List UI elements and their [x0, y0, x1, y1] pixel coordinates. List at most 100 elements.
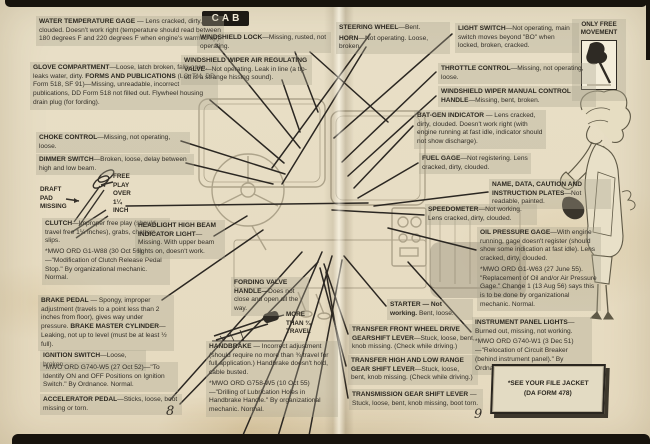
- callout-fuel-gage: FUEL GAGE—Not registering. Lens cracked,…: [419, 153, 531, 175]
- free-play-over-label: FREE PLAY OVER 1¼ INCH: [113, 173, 131, 214]
- callout-body: —Not operating. Loose, broken.: [339, 34, 429, 51]
- page-gutter: [324, 0, 354, 444]
- callout-heading: CHOKE CONTROL: [39, 134, 98, 141]
- callout-body: —Stuck, loose, bent, knob missing. (Chec…: [352, 334, 475, 351]
- callout-body: —Missing. With upper beam lights on, doe…: [138, 230, 215, 256]
- mwo-note: *MWO ORD G1-W63 (27 June 55). "Replaceme…: [480, 265, 597, 308]
- callout-brake-pedal: BRAKE PEDAL — Spongy, improper adjustmen…: [38, 295, 174, 352]
- callout-heading: ACCELERATOR PEDAL: [43, 396, 118, 403]
- callout-body: Does not close and open all the way.: [234, 287, 299, 313]
- callout-water-temperature-gage: WATER TEMPERATURE GAGE — Lens cracked, d…: [36, 16, 224, 47]
- callout-heading: HORN: [339, 34, 359, 42]
- only-free-movement-figure: ONLY FREE MOVEMENT: [572, 19, 626, 101]
- callout-body: —Missing, not operating, loose.: [39, 134, 171, 150]
- file-jacket-label: *SEE YOUR FILE JACKET (DA FORM 478): [507, 380, 589, 397]
- scan-edge-bottom: [12, 434, 650, 444]
- callout-body: —Loose, broken.: [43, 352, 127, 368]
- callout-body: —Missing, rusted, not operating.: [200, 34, 327, 50]
- callout-body: —Burned out, missing, not working.: [475, 319, 575, 335]
- hand-lever-icon: [586, 42, 612, 86]
- callout-body: —Not working. Lens cracked, dirty, cloud…: [428, 206, 522, 222]
- callout-handbrake: HANDBRAKE — Incorrect adjustment (should…: [206, 341, 338, 417]
- file-jacket-illustration: *SEE YOUR FILE JACKET (DA FORM 478): [490, 364, 606, 414]
- callout-heading: FORDING VALVE HANDLE—: [234, 279, 288, 295]
- callout-body: — Lens cracked, dirty, clouded. Doesn't …: [39, 18, 221, 43]
- woman-illustration: [559, 89, 636, 320]
- callout-body: —Not operating, main switch moves beyond…: [458, 25, 570, 50]
- callout-ignition-mwo-note: *MWO ORD G740-W5 (27 Oct 52)—"To Identif…: [40, 362, 178, 393]
- callout-heading: BRAKE PEDAL: [41, 297, 89, 304]
- callout-heading: BRAKE MASTER CYLINDER: [70, 323, 159, 331]
- callout-heading: IGNITION SWITCH: [43, 352, 101, 359]
- callout-glove-compartment: GLOVE COMPARTMENT—Loose, latch broken, f…: [30, 62, 218, 110]
- callout-heading: WINDSHIELD WIPER MANUAL CONTROL HANDLE: [441, 88, 571, 104]
- clutch-pedal-illustration: [65, 169, 115, 239]
- callout-heading: CLUTCH: [45, 220, 73, 227]
- callout-body: —Stuck, loose, bent, knob missing. (Chec…: [351, 365, 473, 382]
- page-number-right: 9: [474, 407, 483, 422]
- callout-heading: NAME, DATA, CAUTION AND INSTRUCTION PLAT…: [492, 181, 582, 197]
- callout-heading: WINDSHIELD LOCK: [200, 34, 263, 41]
- callout-clutch: CLUTCH—Improper free play (should travel…: [42, 218, 170, 285]
- callout-body: —Missing, not operating, loose.: [441, 65, 584, 81]
- callout-body: — Incorrect adjustment (should require n…: [209, 343, 329, 377]
- callout-heading: WINDSHIELD WIPER AIR REGULATING VALVE: [184, 57, 308, 73]
- lever-card-illustration: [581, 40, 617, 91]
- callout-accelerator-pedal: ACCELERATOR PEDAL—Sticks, loose, boot mi…: [40, 394, 182, 416]
- callout-body: —Not operating. Leak in line (a tip-off …: [184, 65, 307, 82]
- callout-throttle-control: THROTTLE CONTROL—Missing, not operating,…: [438, 63, 596, 85]
- callout-body: — Stuck, loose, bent, knob missing, boot…: [352, 391, 479, 407]
- callout-heading: FORMS AND PUBLICATIONS: [85, 72, 176, 80]
- only-free-movement-label: ONLY FREE MOVEMENT: [580, 21, 618, 37]
- handbrake-lever-illustration: [212, 311, 285, 342]
- callout-body: —With engine running, gage doesn't regis…: [480, 229, 596, 263]
- callout-heading: OIL PRESSURE GAGE: [480, 229, 551, 236]
- scan-edge-right: [646, 0, 650, 60]
- callout-body: — Lens cracked, dirty, clouded. Doesn't …: [417, 112, 543, 146]
- callout-body: —Loose, latch broken, falls open, leaks …: [33, 64, 208, 80]
- callout-heading: DIMMER SWITCH: [39, 156, 94, 163]
- callout-heading: TRANSMISSION GEAR SHIFT LEVER: [352, 391, 469, 398]
- callout-transmission-gear-shift-lever: TRANSMISSION GEAR SHIFT LEVER — Stuck, l…: [349, 389, 483, 411]
- mwo-note: *MWO ORD G740-W5 (27 Oct 52)—"To Identif…: [43, 364, 165, 389]
- callout-heading: STEERING WHEEL: [339, 24, 399, 31]
- callout-fording-valve-handle: FORDING VALVE HANDLE—Does not close and …: [231, 277, 309, 316]
- callout-light-switch: LIGHT SWITCH—Not operating, main switch …: [455, 23, 579, 54]
- callout-steering-wheel-horn: STEERING WHEEL—Bent. HORN—Not operating.…: [336, 22, 450, 55]
- callout-heading: TRANSFER FRONT WHEEL DRIVE GEARSHIFT LEV…: [352, 326, 460, 342]
- callout-body: Bent, loose.: [417, 309, 454, 317]
- callout-bat-gen-indicator: BAT-GEN INDICATOR — Lens cracked, dirty,…: [414, 110, 546, 149]
- callout-windshield-wiper-air-valve: WINDSHIELD WIPER AIR REGULATING VALVE—No…: [181, 55, 312, 86]
- more-than-travel-label: MORE THAN ¾ TRAVEL: [286, 311, 311, 335]
- callout-heading: SPEEDOMETER: [428, 206, 479, 213]
- mwo-note: *MWO ORD G1-W88 (30 Oct 56) —"Modificati…: [45, 248, 162, 282]
- callout-headlight-high-beam-indicator: HEADLIGHT HIGH BEAM INDICATOR LIGHT—Miss…: [135, 220, 225, 259]
- callout-body: —Missing, bent, broken.: [468, 96, 540, 104]
- callout-ignition-switch: IGNITION SWITCH—Loose, broken.: [40, 350, 146, 372]
- callout-heading: BAT-GEN INDICATOR: [417, 112, 485, 119]
- callout-transfer-front-wheel-drive-lever: TRANSFER FRONT WHEEL DRIVE GEARSHIFT LEV…: [349, 324, 481, 355]
- scan-edge-top: [5, 0, 647, 7]
- callout-heading: LIGHT SWITCH: [458, 25, 506, 32]
- callout-body: (LO, TM, DD Form 518, SF 91)—Missing, un…: [33, 72, 215, 106]
- callout-body: —Not registering. Lens cracked, dirty, c…: [422, 155, 528, 171]
- callout-steering-wheel: STEERING WHEEL—Bent.: [339, 24, 447, 33]
- callout-body: —Broken, loose, delay between high and l…: [39, 156, 187, 172]
- callout-choke-control: CHOKE CONTROL—Missing, not operating, lo…: [36, 132, 190, 154]
- callout-body: — Spongy, improper adjustment (travels t…: [41, 297, 160, 331]
- callout-starter: STARTER — Not working. Bent, loose.: [387, 299, 473, 321]
- page-number-left: 8: [166, 404, 175, 419]
- callout-body: —Leaking, not up to level (must be at le…: [41, 323, 167, 348]
- callout-heading: HEADLIGHT HIGH BEAM INDICATOR LIGHT: [138, 222, 217, 238]
- callout-dimmer-switch: DIMMER SWITCH—Broken, loose, delay betwe…: [36, 154, 194, 176]
- callout-body: —Bent.: [398, 24, 421, 31]
- callout-transfer-high-low-range-lever: TRANSFER HIGH AND LOW RANGE GEAR SHIFT L…: [348, 355, 478, 386]
- callout-windshield-lock: WINDSHIELD LOCK—Missing, rusted, not ope…: [197, 32, 331, 54]
- section-title-cab: CAB: [202, 11, 249, 26]
- callout-heading: GLOVE COMPARTMENT: [33, 64, 110, 71]
- mwo-note: *MWO ORD G758-W5 (10 Oct 55)—"Drilling o…: [209, 379, 321, 413]
- callout-heading: THROTTLE CONTROL: [441, 65, 511, 72]
- callout-body: —Improper free play (should travel free …: [45, 220, 158, 245]
- callout-heading: HANDBRAKE: [209, 343, 252, 350]
